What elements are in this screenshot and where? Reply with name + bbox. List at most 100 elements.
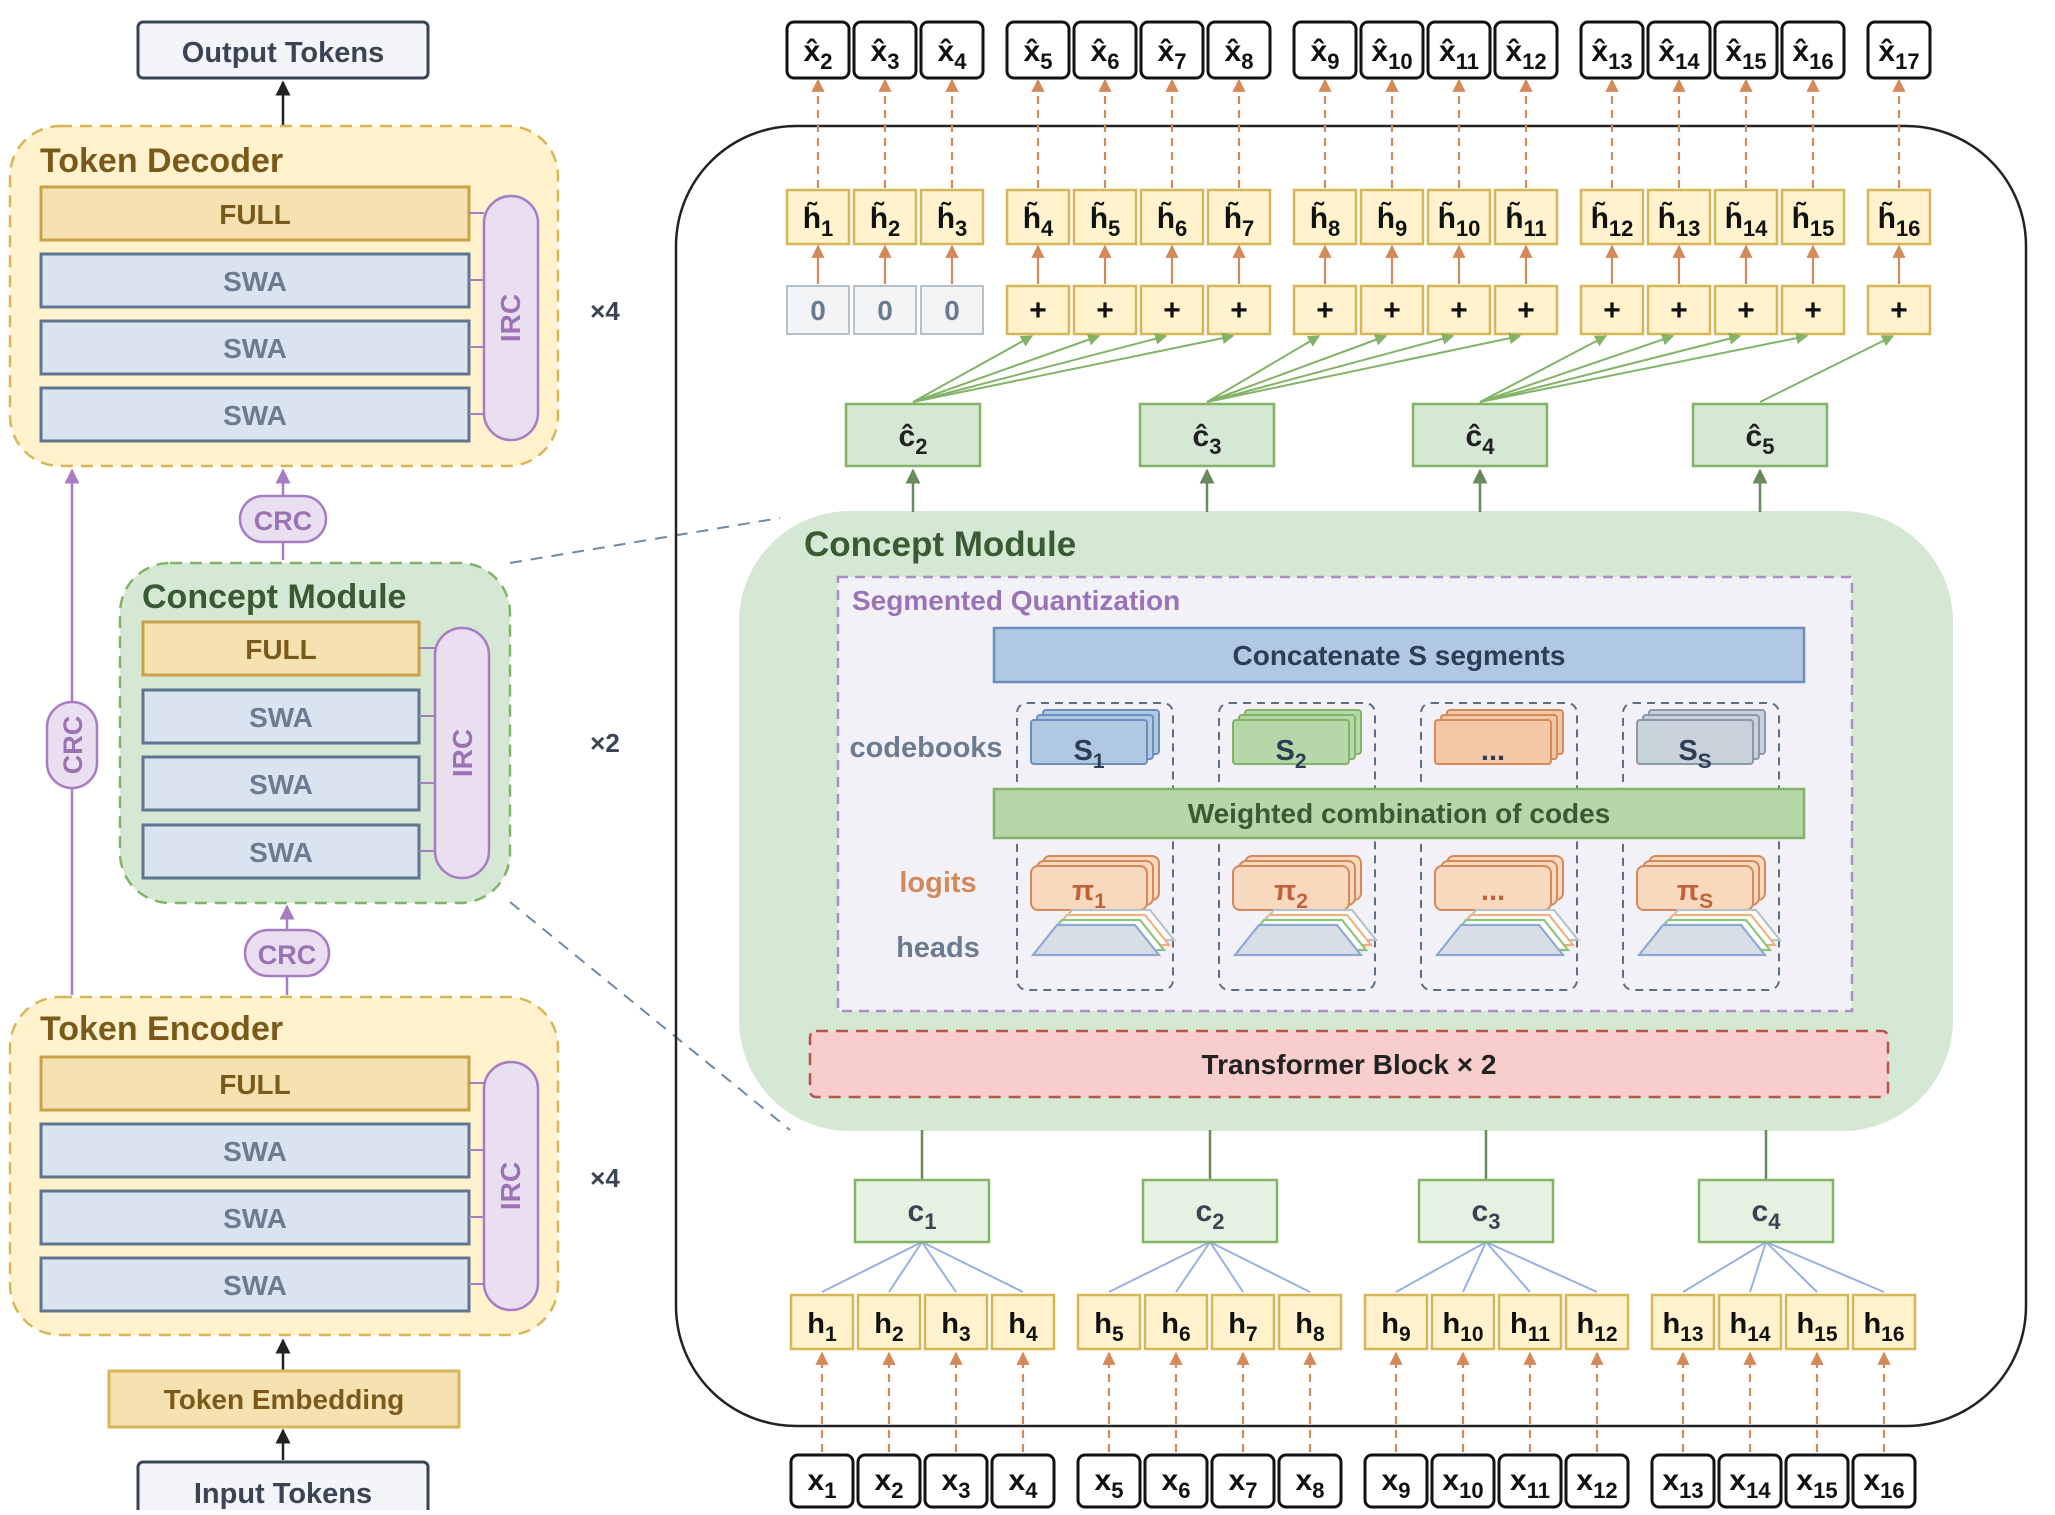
encoder-hidden-box [1430, 1293, 1496, 1351]
codebook-label-base: S [1073, 735, 1092, 767]
plus-box [1072, 284, 1138, 336]
decoder-hidden-box [1579, 188, 1645, 246]
encoder-hidden-label-base: h [874, 1308, 892, 1340]
output-token-label-base: x̂ [1091, 35, 1108, 68]
encoder-hidden-label-sub: 4 [1026, 1323, 1038, 1346]
predicted-concept-label-base: ĉ [899, 420, 916, 453]
logits-label-item: ... [1481, 875, 1505, 907]
encoder-hidden-label-sub: 3 [959, 1323, 971, 1346]
output-token-label-sub: 14 [1675, 49, 1700, 74]
hidden-to-concept-line [1209, 1241, 1244, 1293]
head-trapezoid [1434, 923, 1566, 957]
weighted-combination-box [992, 787, 1806, 840]
decoder-hidden-label: h̃5 [1090, 201, 1121, 241]
encoder-hidden-label-base: h [1863, 1308, 1881, 1340]
hidden-to-concept-line [1765, 1241, 1818, 1293]
encoder-hidden-label: h3 [941, 1308, 970, 1346]
logits-label-item-base: π [1274, 875, 1296, 907]
concept-label-base: c [1472, 1195, 1489, 1228]
concept-box [1697, 1178, 1835, 1244]
plus-label: + [1737, 294, 1755, 327]
crc-label: CRC [254, 506, 313, 536]
encoder-hidden-box [1210, 1293, 1276, 1351]
input-token-label-base: x [1662, 1464, 1679, 1497]
decoder-hidden-label-base: h̃ [803, 201, 821, 235]
hidden-to-concept-line [921, 1241, 957, 1293]
zero-label: 0 [810, 295, 826, 326]
logits-label-item-base: π [1677, 875, 1699, 907]
decoder-hidden-label: h̃10 [1438, 201, 1481, 241]
output-token-box [1359, 20, 1425, 80]
concept-label-base: c [1196, 1195, 1213, 1228]
plus-box [1139, 284, 1205, 336]
concept-label: c3 [1472, 1195, 1501, 1234]
concept-to-sum-arrow [1206, 334, 1388, 403]
decoder-hidden-label-sub: 5 [1108, 216, 1120, 241]
output-token-box [1493, 20, 1559, 80]
output-token-label: x̂2 [804, 35, 833, 74]
encoder-hidden-label: h12 [1576, 1308, 1617, 1346]
logits-label-item-sub: 2 [1296, 890, 1308, 913]
input-token-label: x9 [1382, 1464, 1411, 1503]
decoder-hidden-box [785, 188, 851, 246]
encoder-hidden-box [856, 1293, 922, 1351]
encoder-hidden-label-sub: 15 [1814, 1323, 1838, 1346]
concept-full-layer [141, 620, 421, 677]
encoder-hidden-label-sub: 10 [1460, 1323, 1483, 1346]
concept-swa-layer [141, 688, 421, 745]
predicted-concept-label: ĉ2 [899, 420, 928, 459]
codebook-card [1636, 719, 1754, 765]
decoder-hidden-label-base: h̃ [1878, 201, 1896, 235]
logits-label: logits [899, 867, 976, 899]
input-token-box [1363, 1453, 1429, 1509]
decoder-irc-label: IRC [495, 294, 526, 342]
input-token-label-base: x [1510, 1464, 1527, 1497]
plus-label: + [1096, 294, 1114, 327]
decoder-hidden-box [1072, 188, 1138, 246]
decoder-hidden-label-base: h̃ [1792, 201, 1810, 235]
zoom-line-bottom [509, 901, 791, 1131]
output-token-label-base: x̂ [1158, 35, 1175, 68]
heads-label: heads [896, 932, 980, 964]
encoder-hidden-label-base: h [1094, 1308, 1112, 1340]
encoder-hidden-label: h15 [1796, 1308, 1837, 1346]
output-token-label-base: x̂ [1024, 35, 1041, 68]
concept-swa-layer [141, 755, 421, 812]
input-token-box [923, 1453, 989, 1509]
input-token-label-sub: 15 [1813, 1478, 1837, 1503]
encoder-hidden-label-sub: 5 [1112, 1323, 1124, 1346]
concept-to-sum-arrow [1206, 333, 1455, 403]
predicted-concept-label-sub: 3 [1209, 434, 1221, 459]
output-token-label: x̂17 [1878, 35, 1919, 74]
hidden-to-concept-line [1462, 1241, 1487, 1293]
plus-box [1359, 284, 1425, 336]
input-tokens-box [136, 1460, 430, 1515]
logits-label-item: π2 [1274, 875, 1308, 913]
codebook-label-base: S [1678, 735, 1697, 767]
output-token-label-sub: 9 [1327, 49, 1339, 74]
segment-group [1218, 702, 1376, 991]
encoder-hidden-box [1564, 1293, 1630, 1351]
encoder-hidden-label: h13 [1662, 1308, 1703, 1346]
output-token-box [1426, 20, 1492, 80]
concept-to-sum-arrow [912, 332, 1235, 403]
input-token-label-base: x [875, 1464, 892, 1497]
output-token-label: x̂11 [1439, 35, 1479, 74]
decoder-hidden-box [1139, 188, 1205, 246]
concept-label-sub: 2 [1212, 1209, 1224, 1234]
output-token-label-sub: 15 [1742, 49, 1766, 74]
encoder-hidden-label-base: h [1161, 1308, 1179, 1340]
concept-repeat-label: ×2 [590, 728, 620, 758]
output-token-box [1646, 20, 1712, 80]
concept-swa-label: SWA [249, 837, 313, 868]
encoder-hidden-box [990, 1293, 1056, 1351]
input-token-label-base: x [942, 1464, 959, 1497]
decoder-hidden-label-sub: 4 [1041, 216, 1054, 241]
input-token-label-base: x [1229, 1464, 1246, 1497]
output-token-label-base: x̂ [1878, 35, 1895, 68]
decoder-hidden-label: h̃13 [1658, 201, 1701, 241]
encoder-hidden-box [1717, 1293, 1783, 1351]
encoder-hidden-label-sub: 2 [892, 1323, 904, 1346]
decoder-hidden-label: h̃16 [1878, 201, 1921, 241]
